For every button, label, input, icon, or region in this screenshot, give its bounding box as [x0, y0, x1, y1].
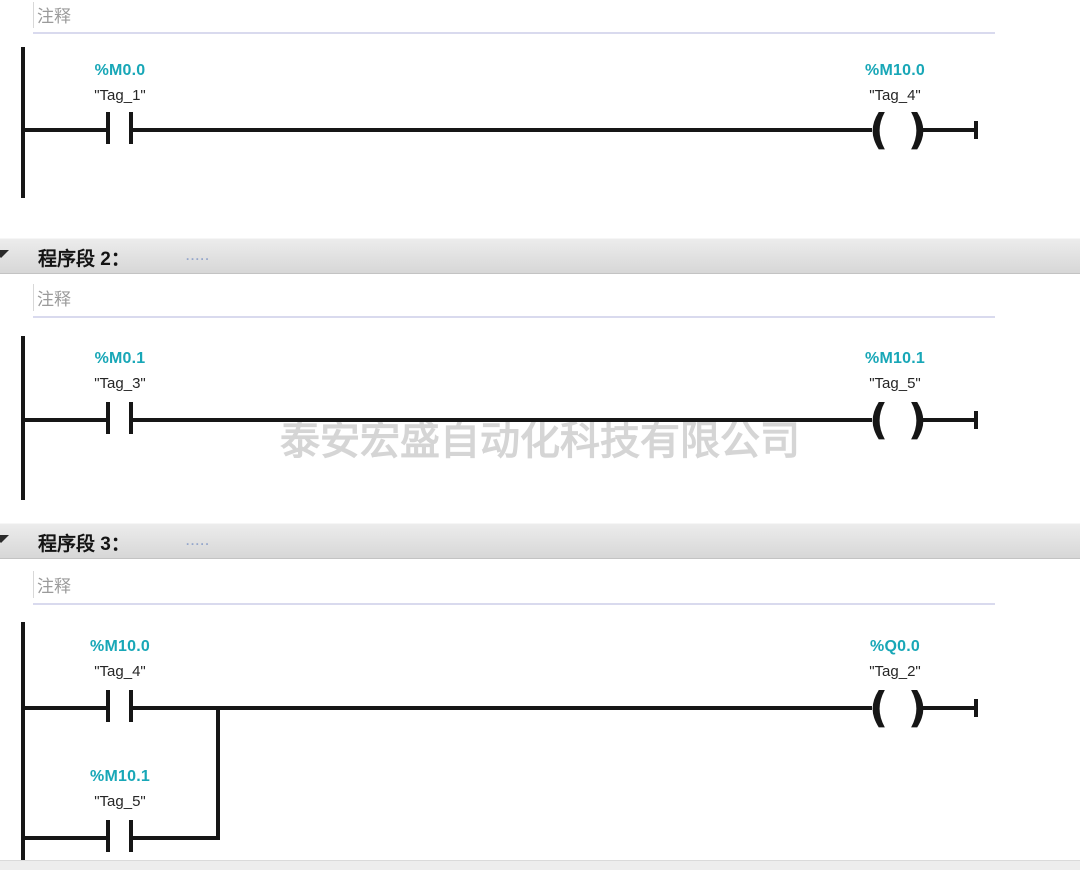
wire: [917, 706, 974, 710]
operand-address[interactable]: %M10.0: [865, 62, 925, 79]
bottom-scroll-bar[interactable]: [0, 860, 1080, 870]
comment-placeholder[interactable]: 注释: [37, 7, 71, 26]
comment-divider: [33, 316, 995, 318]
wire: [23, 836, 106, 840]
wire-end-tick: [974, 121, 978, 139]
contact-bar: [106, 112, 110, 144]
wire: [917, 418, 974, 422]
wire: [917, 128, 974, 132]
operand-tag[interactable]: "Tag_3": [94, 375, 146, 392]
wire: [133, 836, 220, 840]
operand-tag[interactable]: "Tag_4": [869, 87, 921, 104]
wire: [23, 418, 106, 422]
comment-caret-line: [33, 284, 34, 311]
comment-placeholder[interactable]: 注释: [37, 577, 71, 596]
operand-address[interactable]: %Q0.0: [870, 638, 920, 655]
coil[interactable]: ( ): [869, 395, 927, 444]
contact-bar: [106, 402, 110, 434]
network-title-placeholder[interactable]: .....: [186, 249, 211, 263]
comment-caret-line: [33, 571, 34, 598]
operand-tag[interactable]: "Tag_2": [869, 663, 921, 680]
operand-address[interactable]: %M10.0: [90, 638, 150, 655]
coil-operand: %M10.1 "Tag_5": [825, 350, 965, 392]
contact-operand: %M10.1 "Tag_5": [50, 768, 190, 810]
coil-operand: %M10.0 "Tag_4": [825, 62, 965, 104]
wire: [23, 706, 106, 710]
contact-bar: [129, 112, 133, 144]
operand-address[interactable]: %M0.0: [94, 62, 146, 79]
comment-divider: [33, 32, 995, 34]
network-header[interactable]: 程序段 2： .....: [0, 238, 1080, 274]
coil-operand: %Q0.0 "Tag_2": [825, 638, 965, 680]
contact-bar: [106, 820, 110, 852]
operand-address[interactable]: %M0.1: [94, 350, 146, 367]
wire: [133, 418, 872, 422]
power-rail: [21, 622, 25, 861]
network-title: 程序段 2：: [38, 249, 130, 270]
contact-no[interactable]: [106, 112, 133, 144]
contact-bar: [129, 690, 133, 722]
wire: [133, 128, 872, 132]
contact-operand: %M0.0 "Tag_1": [50, 62, 190, 104]
network-title-placeholder[interactable]: .....: [186, 534, 211, 548]
comment-caret-line: [33, 2, 34, 28]
wire-end-tick: [974, 411, 978, 429]
network-header[interactable]: 程序段 3： .....: [0, 523, 1080, 559]
wire: [133, 706, 872, 710]
collapse-arrow-icon[interactable]: [0, 250, 9, 258]
coil-paren-close-icon: ): [907, 105, 927, 154]
contact-no[interactable]: [106, 690, 133, 722]
coil-paren-close-icon: ): [907, 395, 927, 444]
collapse-arrow-icon[interactable]: [0, 535, 9, 543]
operand-address[interactable]: %M10.1: [90, 768, 150, 785]
coil[interactable]: ( ): [869, 683, 927, 732]
watermark: 泰安宏盛自动化科技有限公司: [280, 419, 800, 463]
contact-bar: [129, 820, 133, 852]
branch-wire: [216, 706, 220, 840]
coil-paren-close-icon: ): [907, 683, 927, 732]
operand-tag[interactable]: "Tag_5": [94, 793, 146, 810]
coil[interactable]: ( ): [869, 105, 927, 154]
operand-address[interactable]: %M10.1: [865, 350, 925, 367]
operand-tag[interactable]: "Tag_5": [869, 375, 921, 392]
network-title: 程序段 3：: [38, 534, 130, 555]
contact-operand: %M0.1 "Tag_3": [50, 350, 190, 392]
wire: [23, 128, 106, 132]
coil-paren-open-icon: (: [869, 395, 889, 444]
comment-placeholder[interactable]: 注释: [37, 290, 71, 309]
operand-tag[interactable]: "Tag_1": [94, 87, 146, 104]
contact-bar: [106, 690, 110, 722]
contact-no[interactable]: [106, 402, 133, 434]
operand-tag[interactable]: "Tag_4": [94, 663, 146, 680]
coil-paren-open-icon: (: [869, 683, 889, 732]
wire-end-tick: [974, 699, 978, 717]
contact-no[interactable]: [106, 820, 133, 852]
contact-operand: %M10.0 "Tag_4": [50, 638, 190, 680]
contact-bar: [129, 402, 133, 434]
power-rail: [21, 47, 25, 198]
comment-divider: [33, 603, 995, 605]
coil-paren-open-icon: (: [869, 105, 889, 154]
